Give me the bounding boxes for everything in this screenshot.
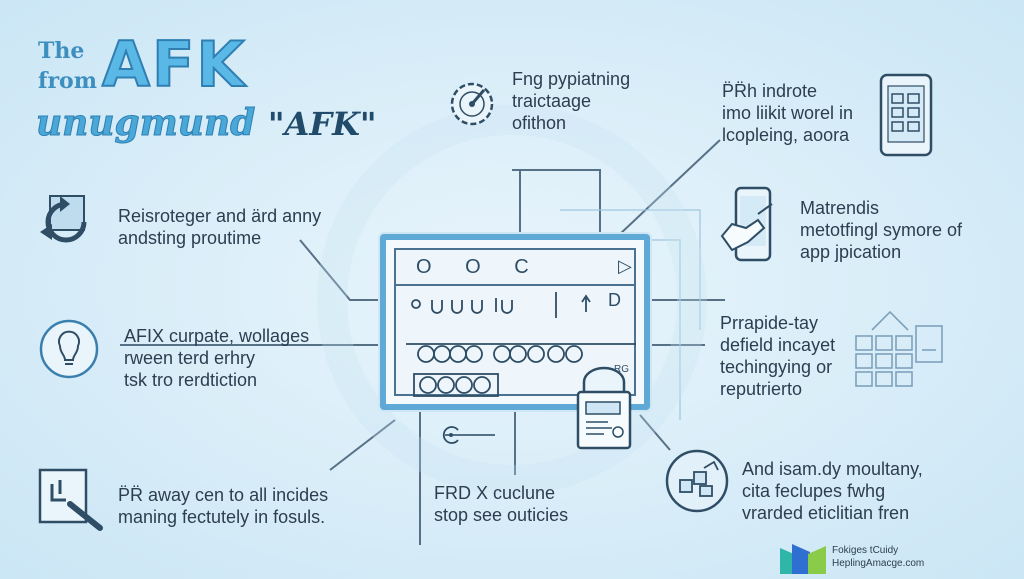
brain-bulb-icon	[38, 318, 100, 380]
refresh-icon	[36, 192, 102, 252]
document-badge: RG	[614, 364, 629, 375]
label-left-2: AFIX curpate, wollages rween terd erhry …	[124, 326, 310, 390]
label-bottom-center: FRD X cuclune stop see outicies	[434, 483, 569, 525]
label-top-right: P̈R̈h indrote imo liikit worel in lcople…	[722, 81, 854, 145]
title-the: The	[38, 38, 85, 64]
play-icon: ▷	[618, 256, 632, 276]
wire-top-right	[619, 139, 721, 235]
phone-hand-icon	[718, 184, 788, 264]
label-right-2: Prrapide-tay defield incayet techingying…	[720, 313, 836, 399]
title-line2-quote: "AFK"	[267, 105, 377, 143]
blocks-circle-icon	[664, 448, 730, 514]
tablet-icon	[878, 72, 934, 158]
title-from: from	[38, 68, 98, 94]
document-lock-icon	[572, 366, 638, 452]
logo-icon	[778, 540, 828, 574]
footer-text: Fokiges tCuidy HeplingAmacge.com	[832, 544, 924, 570]
label-top-center: Fng pypiatning traictaage ofithon	[512, 69, 631, 133]
wire-left-3	[329, 419, 396, 471]
label-left-3: P̈R̈ away cen to all incides maning fect…	[118, 485, 329, 527]
central-screen-inner: O O C ▷ D	[394, 248, 636, 397]
central-screen: O O C ▷ D	[380, 234, 650, 410]
target-icon	[440, 424, 462, 446]
title-line2-word: unugmund	[35, 102, 256, 145]
label-right-3: And isam.dy moultany, cita feclupes fwhg…	[742, 459, 923, 523]
wire-right-3	[639, 414, 671, 451]
screen-glyph-rows	[406, 292, 636, 397]
wire-top-center-b	[512, 169, 601, 234]
footer-line2: HeplingAmacge.com	[832, 558, 925, 569]
title-line2: unugmund "AFK"	[35, 102, 377, 145]
building-grid-icon	[852, 306, 946, 392]
wire-left-1	[299, 239, 380, 301]
speedometer-icon	[444, 74, 500, 130]
footer-line1: Fokiges tCuidy	[832, 545, 899, 556]
label-right-1: Matrendis metotfingl symore of app jpica…	[800, 198, 963, 262]
label-left-1: Reisroteger and ärd anny andsting prouti…	[118, 206, 322, 248]
title-afk: AFK	[101, 28, 247, 101]
screen-row1-glyphs: O O C	[416, 256, 543, 278]
screen-divider-1	[396, 284, 634, 286]
magnify-icon	[36, 466, 108, 534]
screen-glyph-d: D	[608, 290, 621, 310]
